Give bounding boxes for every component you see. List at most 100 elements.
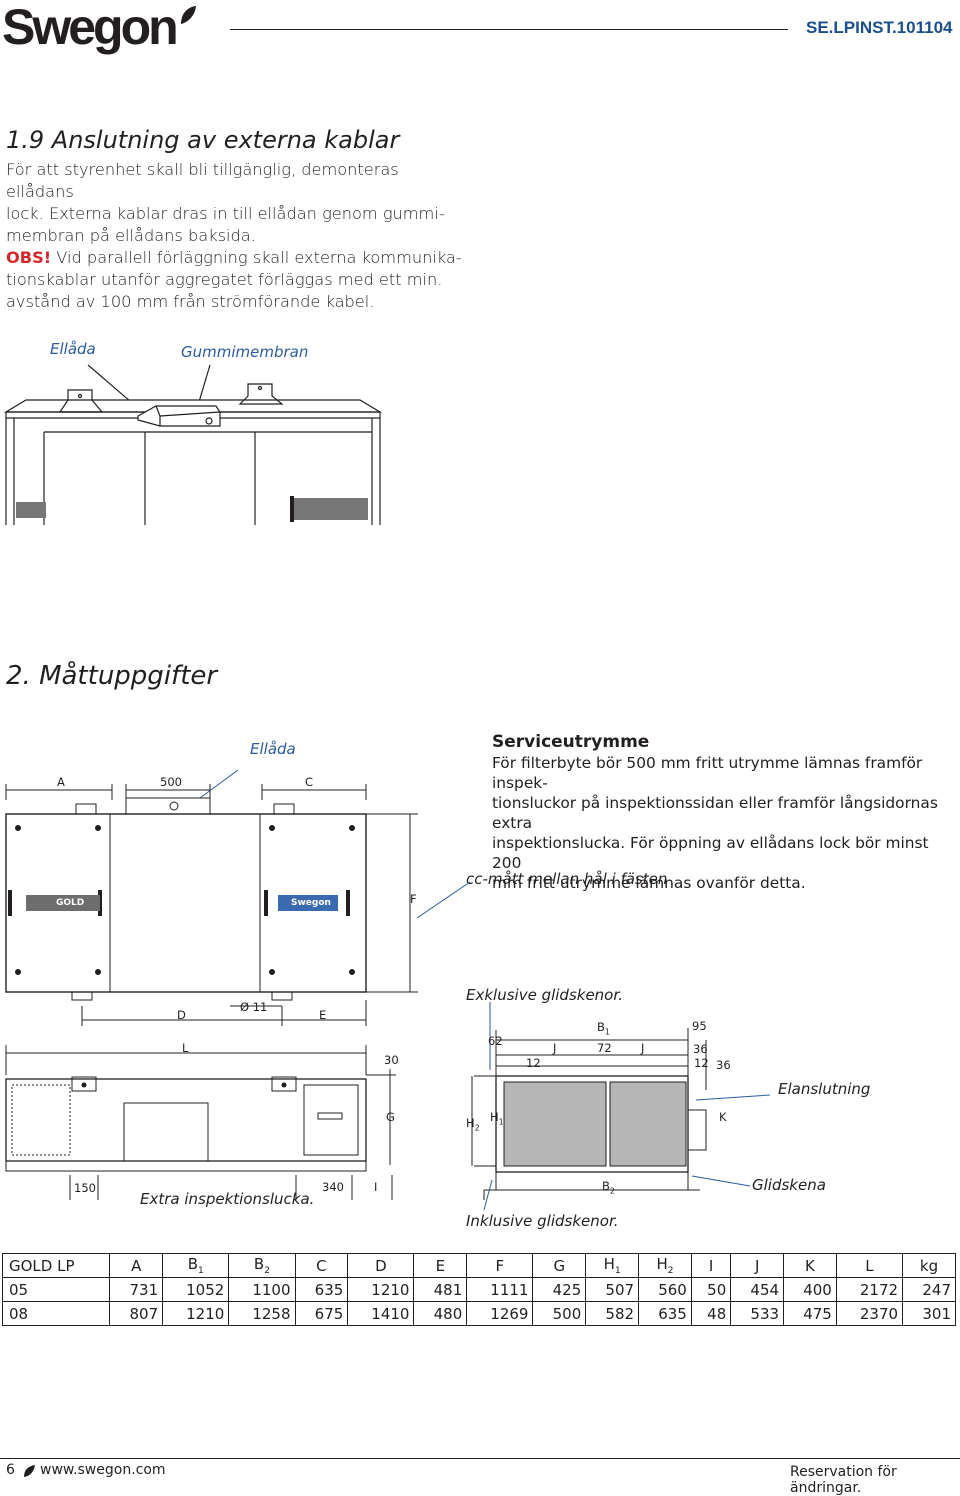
table-header-row: GOLD LP A B1 B2 C D E F G H1 H2 I J K L …	[1, 1253, 956, 1278]
table-cell: 400	[783, 1277, 837, 1302]
table-cell: 1100	[228, 1277, 296, 1302]
table-cell: 731	[109, 1277, 164, 1302]
swegon-logo: Swegon	[2, 0, 179, 55]
section-title-2: 2. Måttuppgifter	[6, 661, 218, 691]
dimension-table: GOLD LP A B1 B2 C D E F G H1 H2 I J K L …	[1, 1253, 956, 1326]
table-cell: 500	[532, 1301, 587, 1326]
table-header-cell: C	[294, 1253, 349, 1278]
table-header-cell: B2	[228, 1253, 296, 1278]
cc-leader	[416, 881, 471, 919]
dim-95: 95	[692, 1019, 707, 1033]
header-rule	[230, 29, 788, 30]
dim-30: 30	[384, 1053, 399, 1067]
dim-L: L	[182, 1041, 189, 1055]
obs-label: OBS!	[6, 248, 52, 267]
label-elanslutning: Elanslutning	[778, 1080, 871, 1098]
table-cell: 50	[690, 1277, 732, 1302]
footer-reservation: Reservation för ändringar.	[790, 1464, 897, 1496]
label-cc: cc-mått mellan hål i fästen	[466, 870, 668, 888]
dim-E: E	[319, 1008, 327, 1022]
table-cell: 635	[638, 1301, 692, 1326]
para-line: OBS! Vid parallell förläggning skall ext…	[6, 247, 466, 269]
table-cell: 1410	[347, 1301, 415, 1326]
table-cell: 08	[1, 1301, 111, 1326]
table-cell: 247	[902, 1277, 956, 1302]
table-cell: 675	[294, 1301, 349, 1326]
dim-B1: B1	[597, 1020, 610, 1036]
table-cell: 1111	[466, 1277, 534, 1302]
section-title-1-9: 1.9 Anslutning av externa kablar	[6, 126, 400, 154]
dim-H1: H1	[490, 1110, 504, 1126]
table-cell: 1052	[162, 1277, 230, 1302]
table-header-cell: H1	[585, 1253, 640, 1278]
dim-F: F	[410, 892, 417, 906]
table-header-cell: kg	[902, 1253, 956, 1278]
para-line: membran på ellådans baksida.	[6, 226, 256, 245]
section1-paragraph: För att styrenhet skall bli tillgänglig,…	[6, 159, 466, 313]
dim-500: 500	[160, 775, 182, 789]
dim-36b: 36	[716, 1058, 731, 1072]
table-cell: 475	[783, 1301, 837, 1326]
table-cell: 807	[109, 1301, 164, 1326]
label-glidskena: Glidskena	[752, 1176, 826, 1194]
unit-cable-figure	[3, 364, 383, 525]
table-row: 08 807 1210 1258 675 1410 480 1269 500 5…	[1, 1301, 956, 1326]
label-exklusive: Exklusive glidskenor.	[466, 986, 623, 1004]
service-line: För filterbyte bör 500 mm fritt utrymme …	[492, 754, 923, 792]
para-line: lock. Externa kablar dras in till ellåda…	[6, 204, 445, 223]
dim-150: 150	[74, 1181, 96, 1195]
end-view-drawing	[471, 1002, 771, 1211]
dim-H2: H2	[466, 1116, 480, 1132]
document-code: SE.LPINST.101104	[806, 18, 953, 37]
label-ellada-1: Ellåda	[50, 340, 96, 358]
dim-B1-sub: 1	[604, 1027, 610, 1037]
page-number: 6	[6, 1462, 15, 1478]
table-cell: 480	[413, 1301, 468, 1326]
dim-C: C	[305, 775, 314, 789]
table-cell: 454	[730, 1277, 785, 1302]
dim-B2-letter: B	[602, 1179, 610, 1193]
service-body: För filterbyte bör 500 mm fritt utrymme …	[492, 753, 947, 893]
table-header-cell: GOLD LP	[1, 1253, 111, 1278]
table-header-cell: G	[532, 1253, 587, 1278]
dim-B2: B2	[602, 1179, 615, 1195]
para-line: tionskablar utanför aggregatet förläggas…	[6, 270, 443, 289]
dim-B2-sub: 2	[609, 1186, 615, 1196]
table-cell: 582	[585, 1301, 640, 1326]
para-text: Vid parallell förläggning skall externa …	[51, 248, 462, 267]
dim-D: D	[177, 1008, 186, 1022]
dim-B1-letter: B	[597, 1020, 605, 1034]
dim-72: 72	[597, 1041, 612, 1055]
label-extra: Extra inspektionslucka.	[140, 1190, 315, 1208]
table-header-cell: H2	[638, 1253, 692, 1278]
front-view-drawing	[5, 770, 418, 1026]
table-header-cell: F	[466, 1253, 534, 1278]
dim-H2-sub: 2	[474, 1123, 480, 1133]
service-line: inspektionslucka. För öppning av ellådan…	[492, 834, 929, 872]
service-title: Serviceutrymme	[492, 732, 650, 752]
dim-340: 340	[322, 1180, 344, 1194]
table-cell: 507	[585, 1277, 640, 1302]
gold-badge: GOLD	[56, 898, 85, 908]
dim-H1-letter: H	[490, 1110, 499, 1124]
dim-A: A	[57, 775, 65, 789]
dim-J2: J	[641, 1041, 645, 1055]
table-cell: 05	[1, 1277, 111, 1302]
table-cell: 635	[294, 1277, 349, 1302]
logo-leaf-icon	[181, 6, 196, 24]
side-view-drawing	[5, 1045, 396, 1200]
table-cell: 2172	[835, 1277, 904, 1302]
footer-rule	[0, 1458, 960, 1459]
table-cell: 301	[902, 1301, 956, 1326]
table-header-cell: L	[835, 1253, 904, 1278]
dim-62: 62	[488, 1034, 503, 1048]
dim-J1: J	[553, 1041, 557, 1055]
table-cell: 481	[413, 1277, 468, 1302]
dim-36a: 36	[693, 1042, 708, 1056]
footer-link-web[interactable]: www.swegon.com	[40, 1462, 166, 1478]
label-inklusive: Inklusive glidskenor.	[466, 1212, 619, 1230]
service-line: tionsluckor på inspektionssidan eller fr…	[492, 794, 938, 832]
table-cell: 560	[638, 1277, 692, 1302]
table-cell: 425	[532, 1277, 587, 1302]
table-cell: 1258	[228, 1301, 296, 1326]
